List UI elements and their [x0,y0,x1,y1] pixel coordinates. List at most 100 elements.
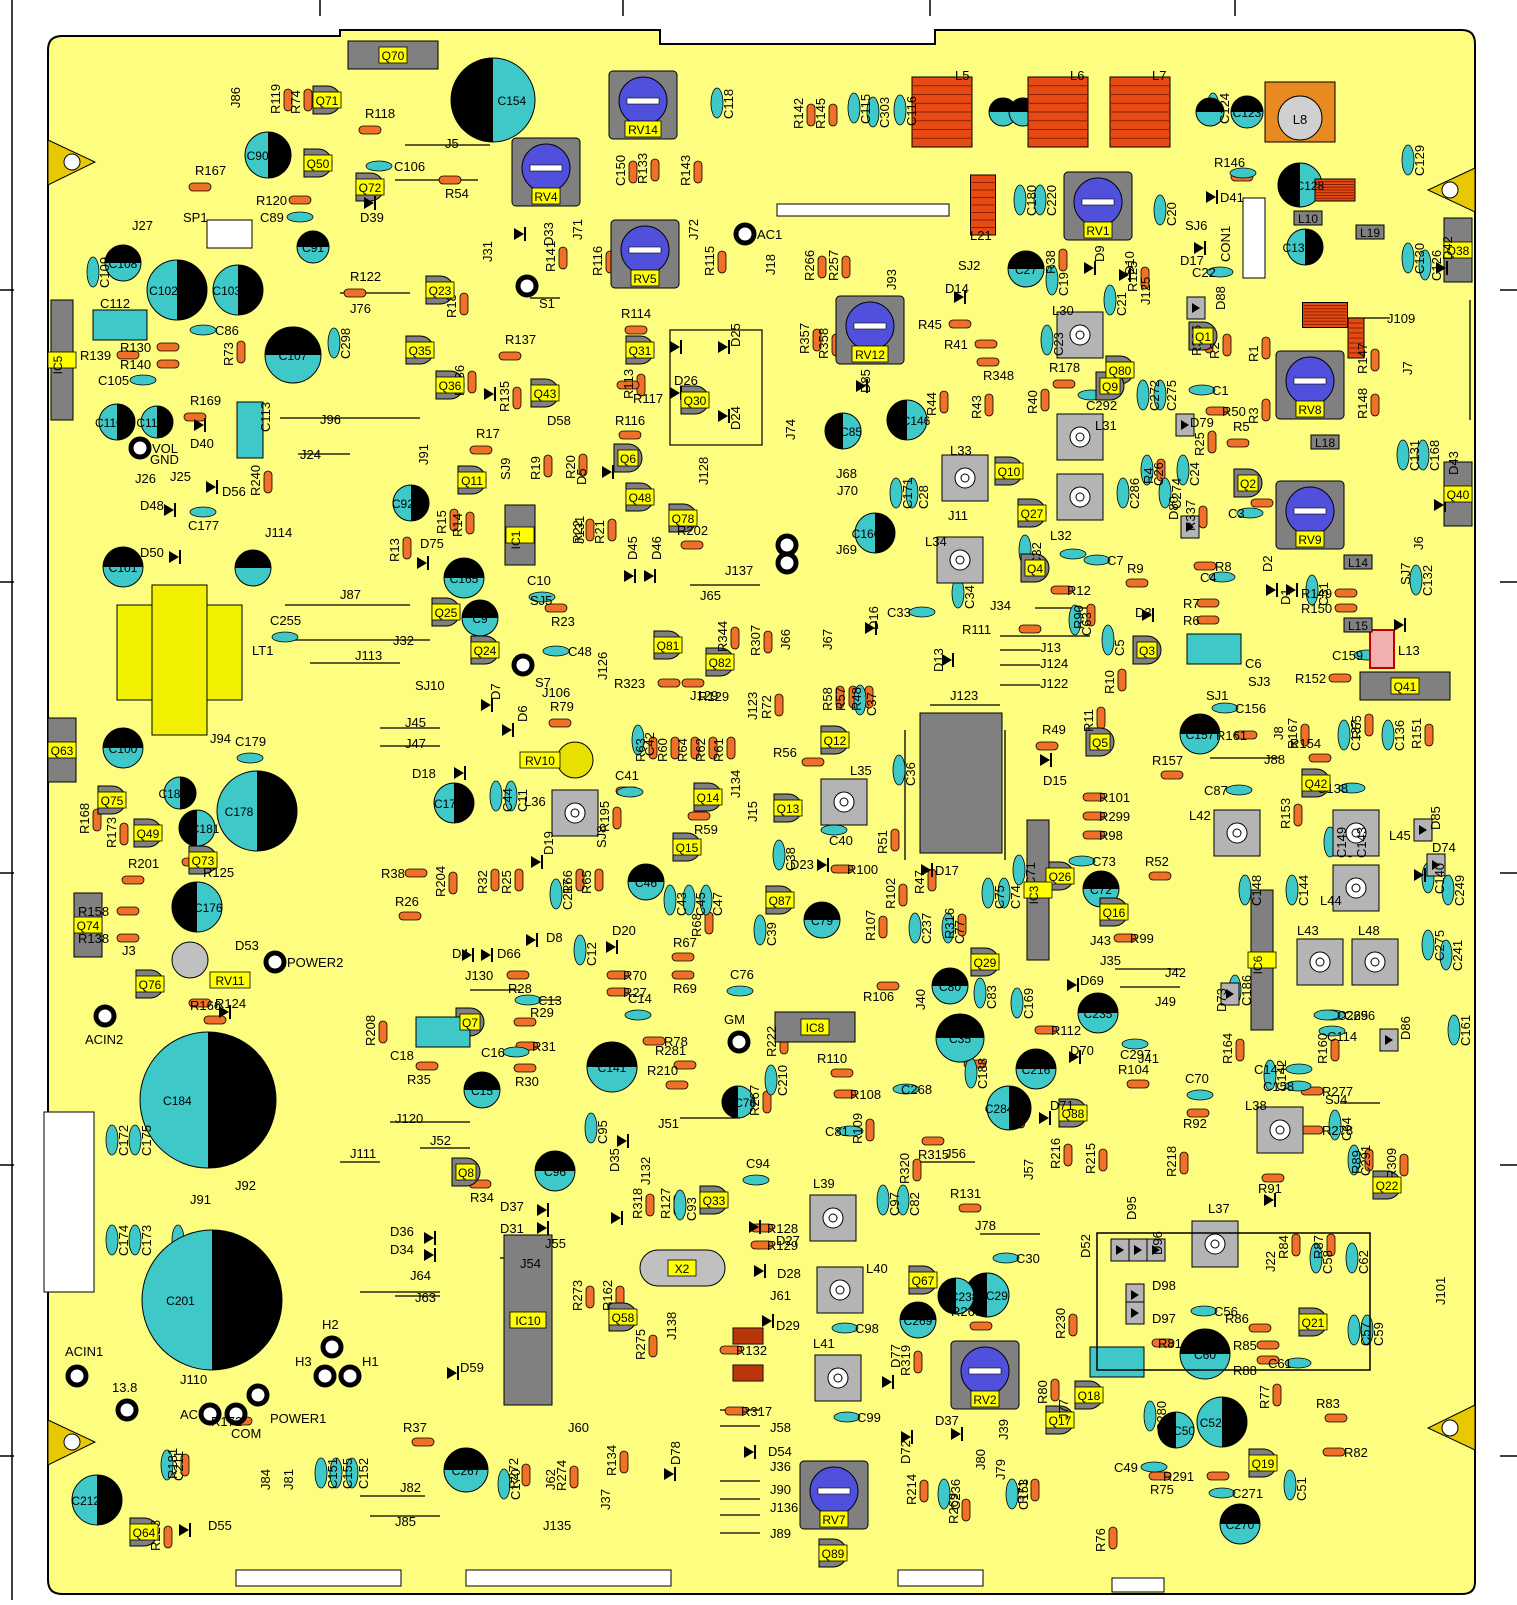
resistor-label: R202 [677,523,708,538]
coil-label: L32 [1050,528,1072,543]
capacitor-label: C20 [1164,202,1179,226]
smd-diode-mark [1226,989,1234,999]
jumper-label: J57 [1021,1159,1036,1180]
resistor [1086,603,1096,627]
if-coil-slug [1275,1125,1285,1135]
transistor-label-box [470,641,500,659]
ceramic-capacitor [1040,324,1054,356]
resistor-label: R35 [407,1072,431,1087]
capacitor-label: C29 [986,1289,1008,1303]
diode [179,1524,189,1536]
resistor [1196,615,1220,625]
capacitor-label: C24 [1187,462,1202,486]
capacitor-label: C216 [1022,1063,1051,1077]
capacitor-label: C146 [902,414,931,428]
test-point [313,1364,337,1388]
resistor-label: R118 [365,106,395,121]
resistor-label: R201 [128,856,159,871]
component-layer [47,40,1473,1568]
ceramic-capacitor [105,1124,119,1156]
resistor-label: R222 [764,1026,779,1057]
ceramic-capacitor [528,591,556,603]
capacitor-label: C52 [1200,1416,1222,1430]
capacitor-label: C12 [584,942,599,966]
trimmer-label-box [624,120,662,138]
test-point [246,1383,270,1407]
ceramic-capacitor [1381,719,1395,751]
ceramic-capacitor [1206,266,1234,278]
resistor-label: R181 [165,1448,180,1479]
diode [762,1315,772,1327]
jumper-label: J34 [990,598,1011,613]
capacitor-label: C280 [1154,1401,1169,1432]
resistor-label: R216 [1048,1138,1063,1169]
capacitor-label: C81 [825,1124,849,1139]
diode-label: D37 [500,1199,524,1214]
capacitor-polarity-band [157,406,173,438]
capacitor-label: C184 [163,1094,192,1108]
diode-label: D15 [1043,773,1067,788]
resistor-label: R18 [444,294,459,318]
capacitor-label: C31 [1316,582,1331,606]
capacitor-label: C249 [1452,875,1467,906]
capacitor-polarity-band [887,400,907,440]
integrated-circuit [774,1011,856,1043]
resistor-label: R25 [499,870,514,894]
resistor-label: R66 [560,870,575,894]
capacitor-polarity-band [257,771,297,851]
resistor [681,678,705,688]
capacitor-label: C90 [247,149,269,163]
diode-label: D34 [390,1242,414,1257]
ic-label-box [800,1018,830,1036]
ceramic-capacitor [314,1457,328,1489]
diode-label: D80 [1166,496,1181,520]
resistor [1052,379,1076,389]
trimmer-label-box [209,971,251,989]
resistor [569,1465,579,1489]
resistor [1063,1143,1073,1167]
jumper-label: J54 [520,1256,541,1271]
resistor [717,250,727,274]
diode [424,1249,434,1261]
resistor-label: R257 [826,250,841,281]
capacitor-label: C80 [939,980,961,994]
resistor [865,1118,875,1142]
transistor-label-box [672,838,702,856]
jumper-label: J84 [258,1469,273,1490]
capacitor-polarity-band [179,810,197,846]
inductor-core [1277,95,1323,141]
capacitor-label: C45 [693,892,708,916]
jumper-label: J110 [180,1372,207,1387]
diode-label: D1 [1278,588,1293,605]
ceramic-capacitor [941,912,955,944]
resistor [774,693,784,717]
transistor-label-box [699,1191,729,1209]
capacitor-label: C128 [1296,179,1325,193]
chip-inductor [1310,434,1340,450]
jumper-label: J87 [340,587,361,602]
resistor-label: R21 [592,520,607,544]
if-coil-slug [1075,432,1085,442]
diode-label: D8 [546,930,563,945]
resistor [1272,1383,1282,1407]
resistor-label: R208 [363,1015,378,1046]
resistor-label: R79 [550,699,574,714]
resistor [1160,770,1184,780]
diode-label: D9 [1092,245,1107,262]
jumper-label: J113 [355,648,382,663]
capacitor-polarity-band [1180,714,1220,734]
resistor [969,1321,993,1331]
resistor-label: R70 [623,968,647,983]
capacitor-label: C165 [450,572,479,586]
capacitor-label: C19 [1056,272,1071,296]
capacitor-label: C142 [1274,1060,1289,1091]
jumper-label: SJ9 [498,458,513,480]
capacitor-polarity-band [172,882,197,932]
jumper-label: J124 [1040,656,1068,671]
ic-label: IC10 [515,1314,541,1328]
ceramic-capacitor [502,1046,530,1058]
transistor-label-box [1192,327,1214,345]
resistor-label: C150 [613,155,628,186]
resistor [1040,388,1050,412]
smd-diode-mark [1131,1308,1139,1318]
